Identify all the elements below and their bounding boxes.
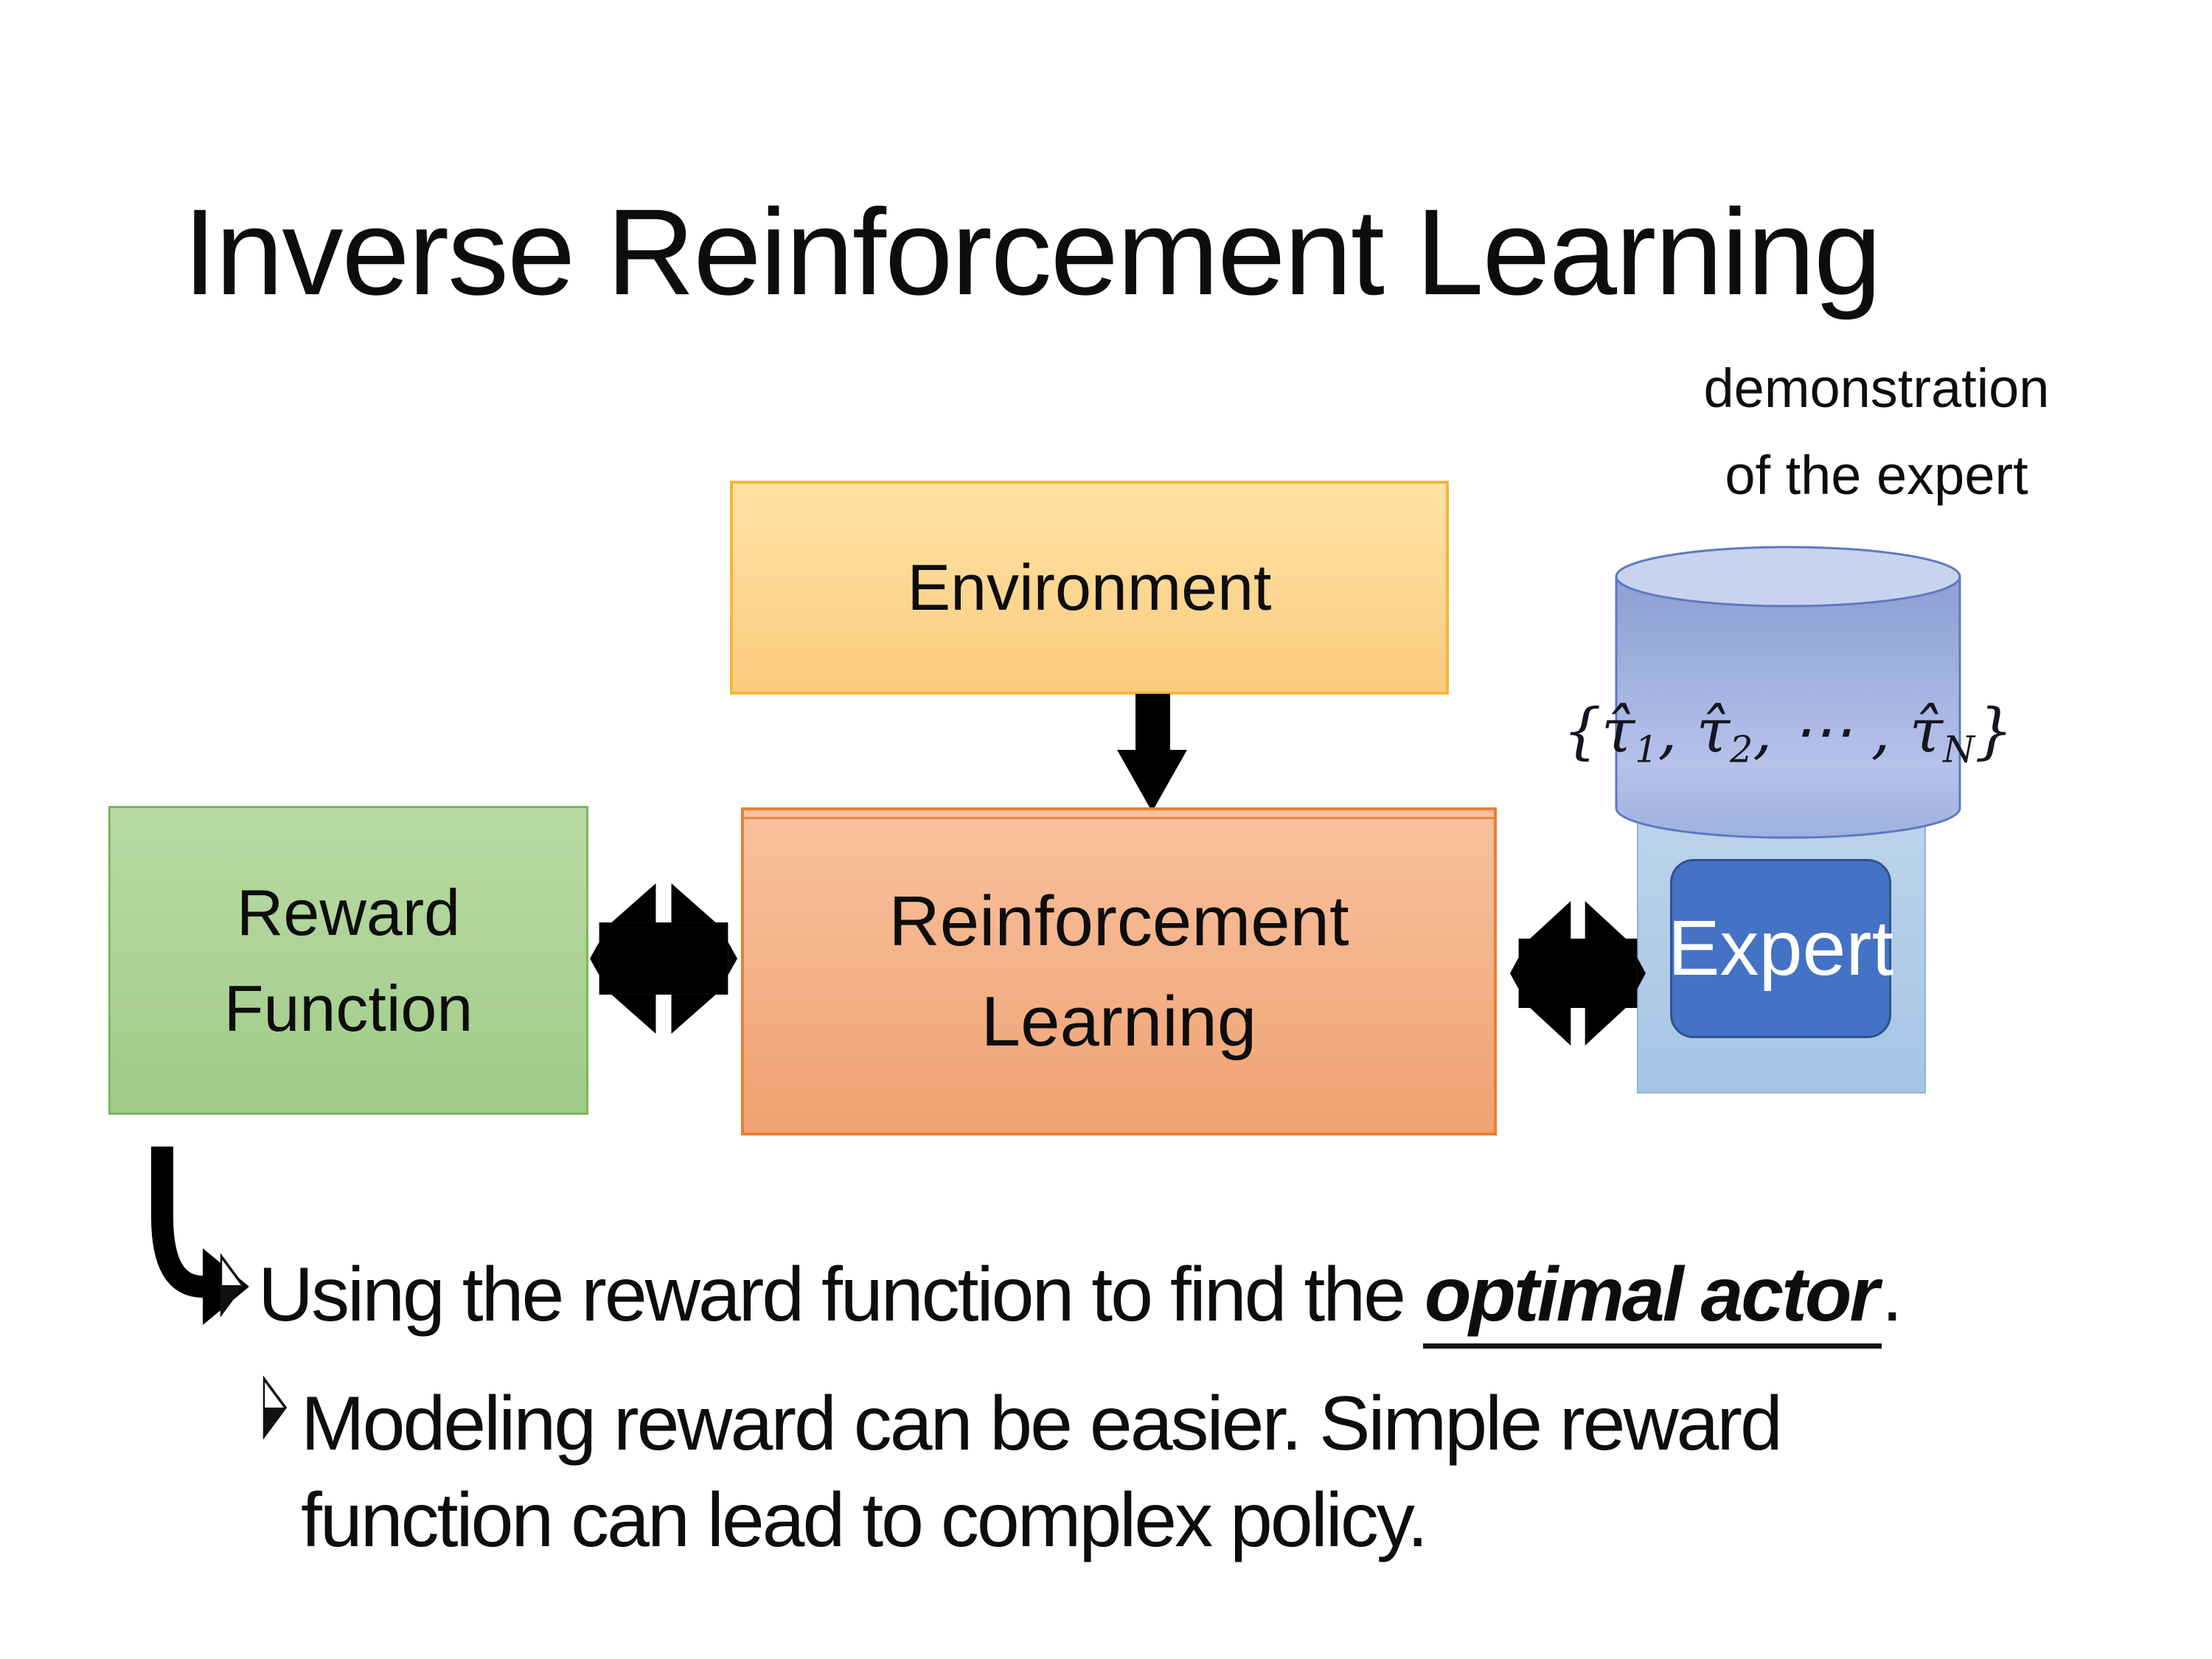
expert-box: Expert — [1667, 859, 1894, 1038]
down-arrow-icon — [1117, 694, 1187, 812]
math-sub1: 1 — [1635, 728, 1658, 771]
math-subN: N — [1943, 728, 1975, 771]
expert-demonstration-label: demonstration of the expert — [1704, 345, 2050, 519]
bullet2-line1: Modeling reward can be easier. Simple re… — [301, 1381, 1783, 1467]
bullet2-line2: function can lead to complex policy. — [301, 1478, 1428, 1563]
math-tau1: τ̂ — [1601, 696, 1635, 767]
expert-demonstration-line1: demonstration — [1703, 358, 2050, 419]
reward-function-line2: Function — [223, 971, 473, 1045]
environment-label: Environment — [907, 551, 1272, 624]
rl-expert-double-arrow-icon — [1510, 901, 1646, 1046]
bullet-item-modeling-reward: Modeling reward can be easier. Simple re… — [262, 1376, 1783, 1569]
bullet-text: Using the reward function to find the op… — [258, 1252, 1903, 1349]
math-sub2: 2 — [1730, 728, 1753, 771]
bullet-item-optimal-actor: Using the reward function to find the op… — [220, 1252, 1903, 1349]
math-dots: , ⋯ , — [1753, 696, 1910, 767]
bullet-text: Modeling reward can be easier. Simple re… — [301, 1376, 1783, 1569]
math-tauN: τ̂ — [1909, 696, 1944, 767]
bullet1-pre: Using the reward function to find the — [258, 1252, 1423, 1338]
bullet-arrowhead-icon — [262, 1376, 288, 1439]
math-close-brace: } — [1975, 696, 2014, 767]
slide-title: Inverse Reinforcement Learning — [183, 184, 1882, 321]
expert-label: Expert — [1667, 905, 1894, 992]
bullet1-emphasis: optimal actor — [1422, 1253, 1882, 1349]
environment-box: Environment — [730, 481, 1449, 695]
trajectory-set-label: {τ̂1, τ̂2, ⋯ , τ̂N} — [1563, 697, 2014, 771]
demonstration-database-icon — [1615, 546, 1961, 839]
math-open-brace: { — [1562, 696, 1601, 767]
math-sep1: , — [1658, 696, 1697, 767]
reward-rl-double-arrow-icon — [590, 883, 737, 1034]
reward-function-line1: Reward — [236, 875, 461, 949]
reinforcement-learning-line1: Reinforcement — [888, 881, 1349, 961]
bullet-arrowhead-icon — [220, 1253, 245, 1317]
math-tau2: τ̂ — [1696, 696, 1731, 767]
reinforcement-learning-box: Reinforcement Learning — [741, 807, 1497, 1135]
expert-demonstration-line2: of the expert — [1725, 445, 2028, 506]
reinforcement-learning-line2: Learning — [981, 981, 1257, 1061]
rl-box-inner-edge — [744, 817, 1494, 819]
bullet1-post: . — [1881, 1252, 1903, 1338]
reward-function-box: Reward Function — [108, 806, 588, 1115]
